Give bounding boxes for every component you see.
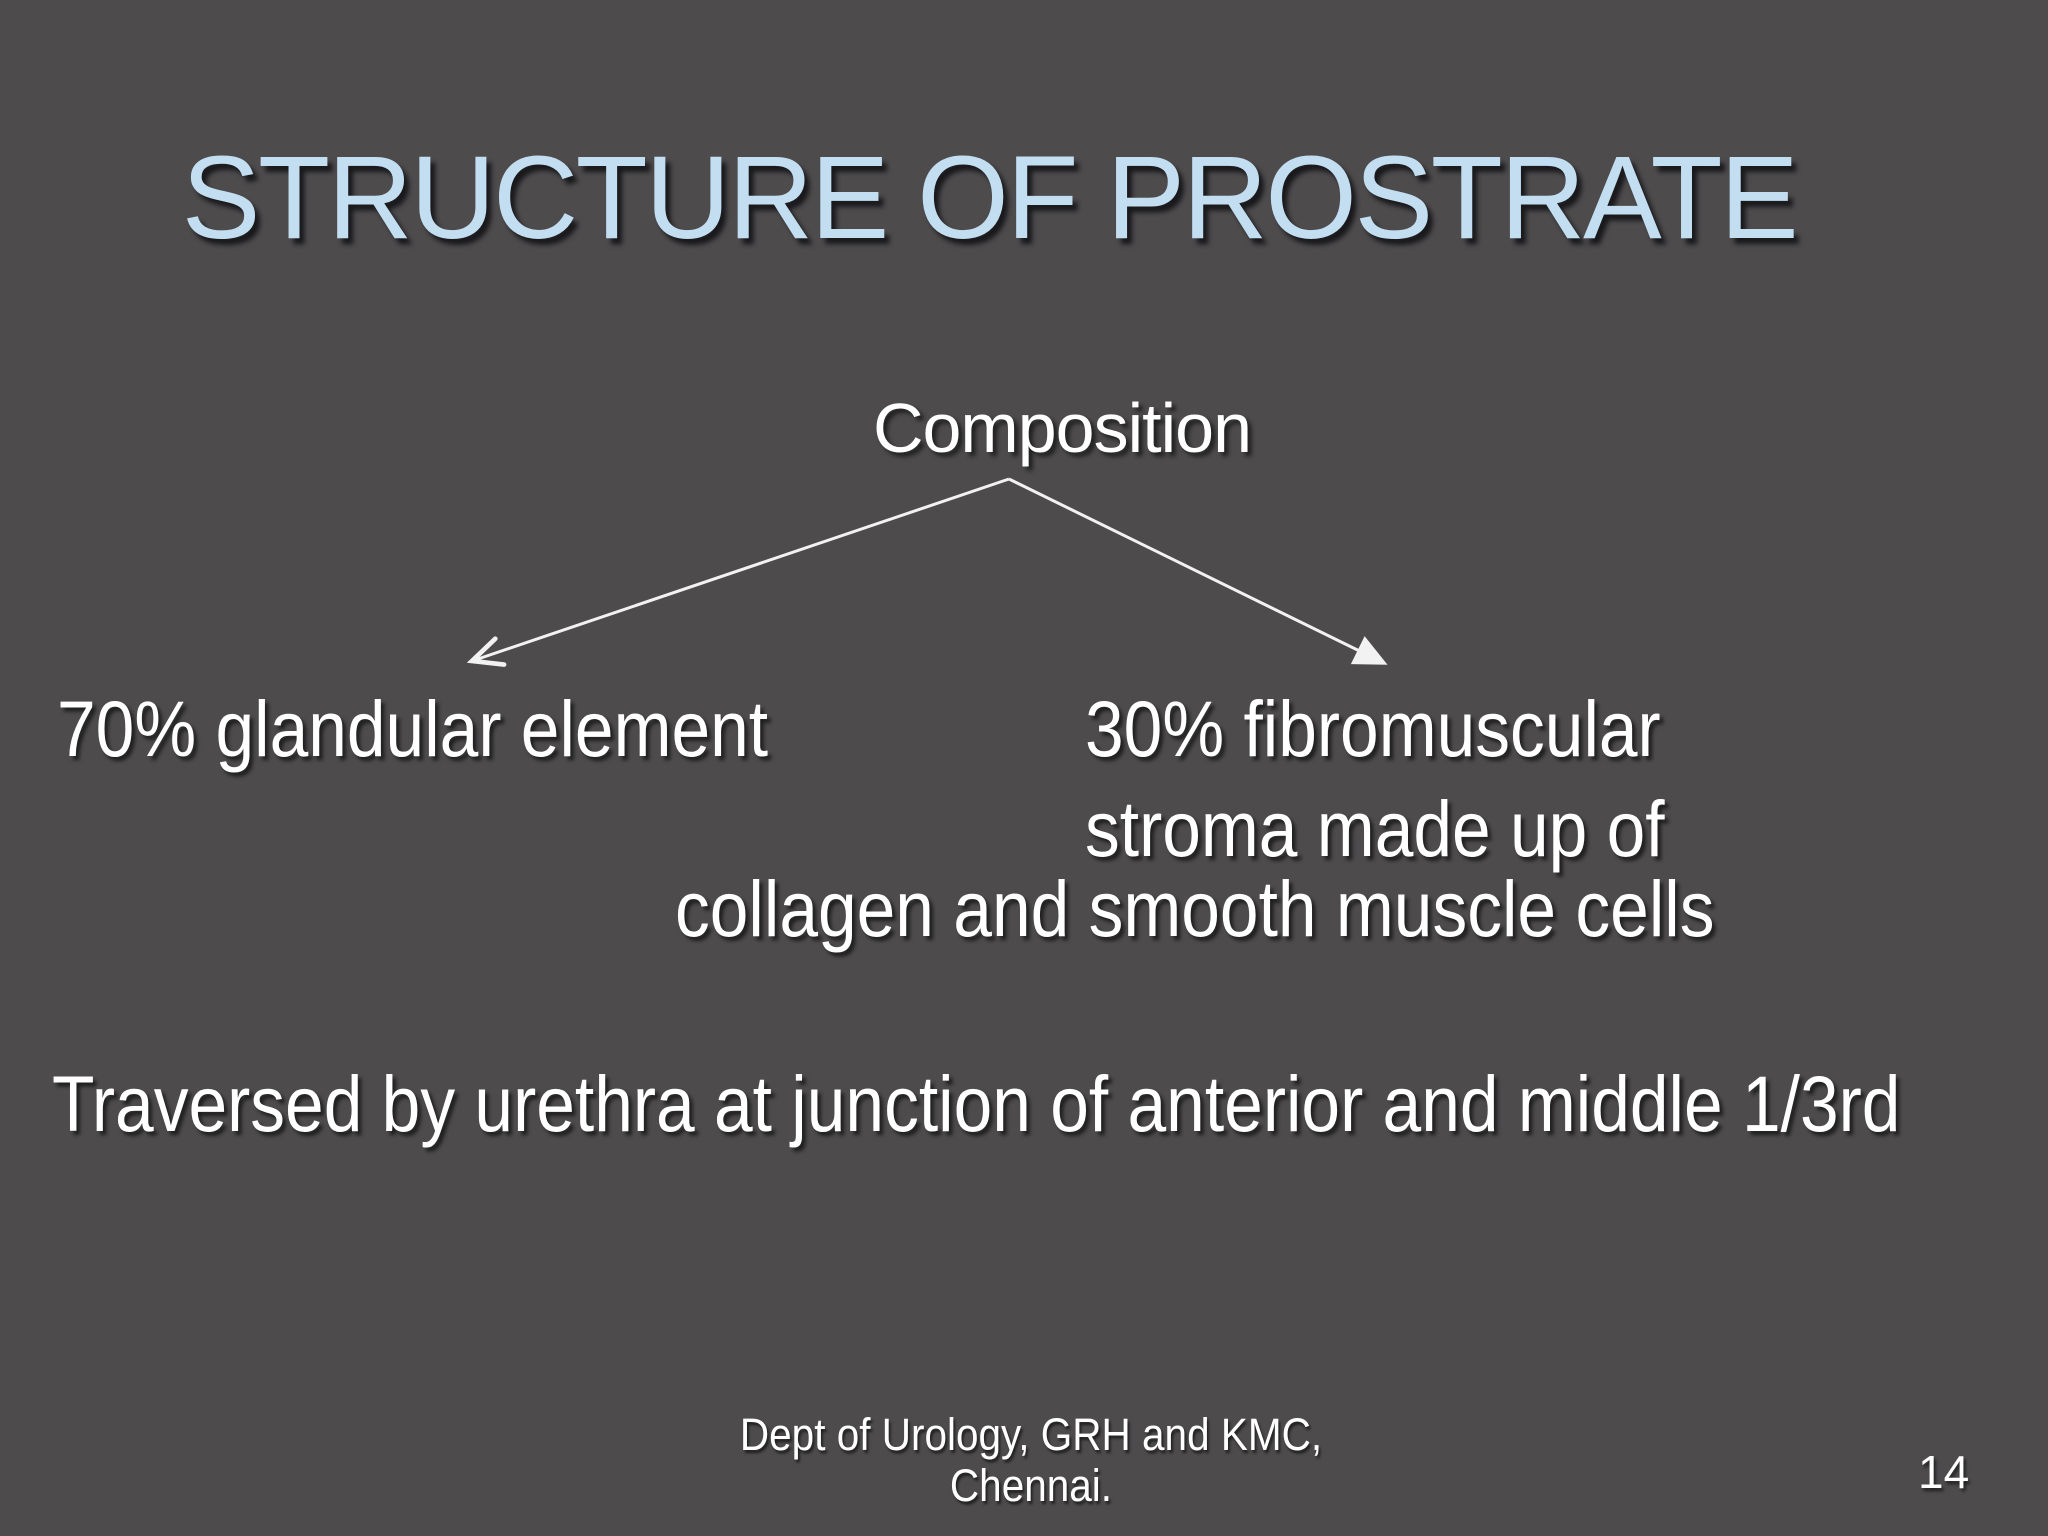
note-text: Traversed by urethra at junction of ante…: [52, 1059, 1901, 1148]
left-branch-label: 70% glandular element: [57, 684, 769, 773]
footer: Dept of Urology, GRH and KMC, Chennai.: [581, 1409, 1481, 1512]
slide-title: STRUCTURE OF PROSTRATE: [181, 132, 1799, 264]
slide-page-number: 14: [1918, 1446, 1970, 1498]
footer-line1: Dept of Urology, GRH and KMC,: [739, 1409, 1323, 1460]
diagram-root-label: Composition: [872, 389, 1252, 467]
right-branch-label-line2: stroma made up of: [1085, 784, 1665, 873]
right-branch-label-line3: collagen and smooth muscle cells: [675, 864, 1715, 953]
left-branch-arrow: [466, 477, 1010, 667]
right-branch-arrow: [1008, 477, 1388, 665]
right-branch-label-line1: 30% fibromuscular: [1085, 684, 1661, 773]
footer-line2: Chennai.: [949, 1460, 1113, 1512]
